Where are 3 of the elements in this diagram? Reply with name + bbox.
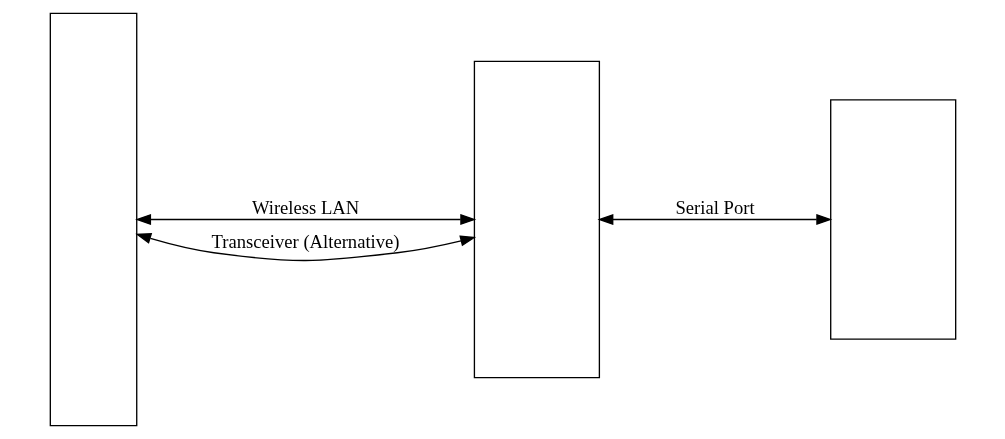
edge-label: Wireless LAN — [251, 197, 359, 219]
edge-label: Transceiver (Alternative) — [211, 230, 400, 252]
edge-label: Serial Port — [675, 197, 755, 219]
